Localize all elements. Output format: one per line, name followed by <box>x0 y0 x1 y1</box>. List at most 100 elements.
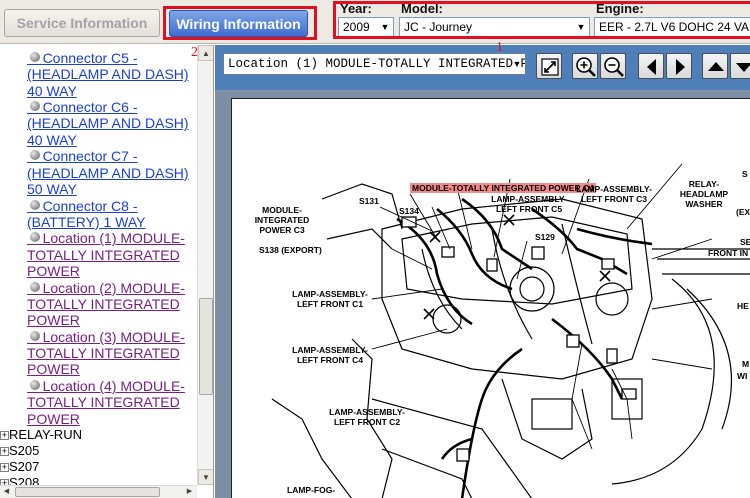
top-bar: Service Information Wiring Information Y… <box>0 0 750 44</box>
zoom-out-button[interactable] <box>600 53 626 79</box>
callout-cut-ex: (EX <box>736 207 750 217</box>
scroll-up-icon[interactable]: ▲ <box>198 45 213 61</box>
next-button[interactable] <box>666 53 692 79</box>
wiring-tree-panel: Connector C5 - (HEADLAMP AND DASH) 40 WA… <box>0 45 214 498</box>
callout-tip-c3: MODULE-INTEGRATED POWER C3 <box>254 205 310 235</box>
engine-label: Engine: <box>596 1 644 16</box>
callout-cut-he: HE <box>737 301 749 311</box>
tree-item-label[interactable]: Connector C5 - (HEADLAMP AND DASH) 40 WA… <box>27 50 189 99</box>
tree-item-label[interactable]: Location (4) MODULE-TOTALLY INTEGRATED P… <box>27 378 185 427</box>
year-value: 2009 <box>343 20 370 34</box>
bullet-icon <box>30 330 40 341</box>
scroll-up-button[interactable] <box>702 53 728 79</box>
callout-relay-washer: RELAY-HEADLAMP WASHER <box>679 179 729 209</box>
chevron-down-icon: ▼ <box>576 22 586 32</box>
callout-tip-c4-text: MODULE-TOTALLY INTEGRATED POWER C4 <box>412 183 594 193</box>
bullet-icon <box>30 380 40 391</box>
tree-vertical-scrollbar[interactable]: ▲ ▼ <box>197 45 213 485</box>
tree-item-label[interactable]: Connector C8 - (BATTERY) 1 WAY <box>27 197 146 230</box>
tree-item-label[interactable]: Location (2) MODULE-TOTALLY INTEGRATED P… <box>27 279 185 329</box>
scroll-left-icon[interactable]: ◀ <box>3 488 10 495</box>
callout-lamp-fog: LAMP-FOG- <box>287 485 336 495</box>
tree-item-label[interactable]: Connector C6 - (HEADLAMP AND DASH) 40 WA… <box>27 99 189 148</box>
highlight-box-wiring-tab <box>163 6 317 40</box>
callout-s131: S131 <box>359 196 379 206</box>
fit-to-window-button[interactable] <box>536 53 562 79</box>
tab-wiring-information[interactable]: Wiring Information <box>169 10 308 37</box>
arrow-right-icon <box>676 59 685 75</box>
scroll-thumb-horizontal[interactable] <box>15 487 160 497</box>
tree-item-label[interactable]: Location (3) MODULE-TOTALLY INTEGRATED P… <box>27 328 185 378</box>
callout-tip-c4: MODULE-TOTALLY INTEGRATED POWER C4 <box>410 183 596 193</box>
tree-list: Connector C5 - (HEADLAMP AND DASH) 40 WA… <box>0 50 196 491</box>
tree-folder-label: RELAY-RUN <box>9 427 82 443</box>
callout-cut-m: M <box>742 359 750 369</box>
expand-plus-icon[interactable]: + <box>0 446 9 457</box>
tree-item-location[interactable]: Location (1) MODULE-TOTALLY INTEGRATED P… <box>0 230 196 279</box>
expand-plus-icon[interactable]: + <box>0 462 9 473</box>
callout-lamp-c1: LAMP-ASSEMBLY-LEFT FRONT C1 <box>292 289 368 309</box>
previous-button[interactable] <box>638 53 664 79</box>
tree-item-location[interactable]: Location (4) MODULE-TOTALLY INTEGRATED P… <box>0 378 196 427</box>
tree-folder[interactable]: +S205 <box>0 443 196 459</box>
bullet-icon <box>30 232 40 243</box>
model-label: Model: <box>401 1 443 16</box>
scroll-down-button[interactable] <box>730 53 750 79</box>
callout-lamp-c2: LAMP-ASSEMBLY-LEFT FRONT C2 <box>329 407 405 427</box>
callout-s138: S138 (EXPORT) <box>259 245 322 255</box>
callout-cut-se: SE <box>740 237 750 247</box>
callout-lamp-c5: LAMP-ASSEMBLY-LEFT FRONT C5 <box>491 194 567 214</box>
callout-cut-s: S <box>742 169 748 179</box>
year-label: Year: <box>340 1 372 16</box>
zoom-out-icon <box>604 57 624 77</box>
tree-item-location[interactable]: Location (3) MODULE-TOTALLY INTEGRATED P… <box>0 329 196 378</box>
tree-folder[interactable]: +S207 <box>0 459 196 475</box>
callout-s134: S134 <box>399 206 419 216</box>
callout-cut-wi: WI <box>737 371 748 381</box>
tree-item-connector[interactable]: Connector C5 - (HEADLAMP AND DASH) 40 WA… <box>0 50 196 99</box>
callout-lamp-c3: LAMP-ASSEMBLY-LEFT FRONT C3 <box>576 184 652 204</box>
chevron-down-icon: ▼ <box>512 59 522 69</box>
callout-cut-front: FRONT IN <box>708 248 749 258</box>
arrow-down-icon <box>736 63 750 72</box>
tree-folder[interactable]: +RELAY-RUN <box>0 427 196 443</box>
zoom-in-icon <box>576 57 596 77</box>
location-value: Location (1) MODULE-TOTALLY INTEGRATED P… <box>228 57 526 71</box>
scroll-down-icon[interactable]: ▼ <box>198 469 213 485</box>
marker-two: 2 <box>191 45 198 60</box>
arrow-up-icon <box>708 62 724 71</box>
model-value: JC - Journey <box>404 20 473 34</box>
engine-value: EER - 2.7L V6 DOHC 24 VALVE <box>599 20 750 34</box>
bullet-icon <box>30 101 40 112</box>
tree-horizontal-scrollbar[interactable]: ◀ ▶ <box>0 485 197 498</box>
wiring-diagram-canvas[interactable]: MODULE-TOTALLY INTEGRATED POWER C4 MODUL… <box>231 98 750 498</box>
marker-one: 1 <box>496 40 503 55</box>
chevron-down-icon: ▼ <box>380 22 390 32</box>
expand-plus-icon[interactable]: + <box>0 430 9 441</box>
bullet-icon <box>30 199 40 210</box>
scroll-right-icon[interactable]: ▶ <box>186 488 193 495</box>
diagram-toolbar: Location (1) MODULE-TOTALLY INTEGRATED P… <box>215 45 750 90</box>
scroll-thumb[interactable] <box>199 298 213 395</box>
bullet-icon <box>30 150 40 161</box>
callout-s129: S129 <box>535 232 555 242</box>
arrow-left-icon <box>647 59 656 75</box>
bullet-icon <box>30 281 40 292</box>
tree-item-connector[interactable]: Connector C8 - (BATTERY) 1 WAY <box>0 198 196 231</box>
tree-folder-label: S207 <box>9 459 40 475</box>
tree-item-label[interactable]: Connector C7 - (HEADLAMP AND DASH) 50 WA… <box>27 148 189 197</box>
tree-item-connector[interactable]: Connector C6 - (HEADLAMP AND DASH) 40 WA… <box>0 99 196 148</box>
tree-item-connector[interactable]: Connector C7 - (HEADLAMP AND DASH) 50 WA… <box>0 148 196 197</box>
bullet-icon <box>30 52 40 62</box>
location-select[interactable]: Location (1) MODULE-TOTALLY INTEGRATED P… <box>223 53 526 75</box>
callout-lamp-c4: LAMP-ASSEMBLY-LEFT FRONT C4 <box>292 345 368 365</box>
zoom-in-button[interactable] <box>572 53 598 79</box>
highlight-box-vehicle <box>333 1 750 39</box>
model-select[interactable]: JC - Journey ▼ <box>399 17 590 37</box>
fit-window-icon <box>541 58 559 76</box>
tree-folder-label: S205 <box>9 443 40 459</box>
diagram-area: Location (1) MODULE-TOTALLY INTEGRATED P… <box>215 45 750 498</box>
tree-item-label[interactable]: Location (1) MODULE-TOTALLY INTEGRATED P… <box>27 230 185 280</box>
tree-item-location[interactable]: Location (2) MODULE-TOTALLY INTEGRATED P… <box>0 280 196 329</box>
tab-service-information[interactable]: Service Information <box>4 9 160 37</box>
